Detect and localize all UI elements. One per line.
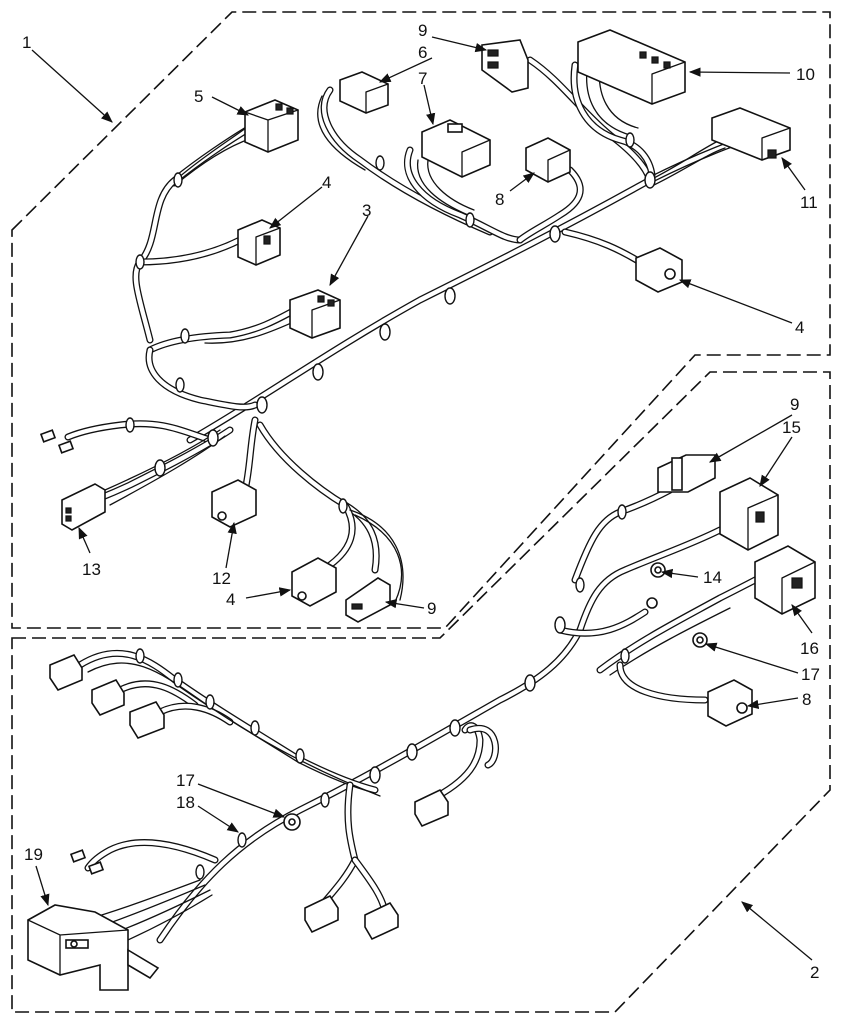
callout-assembly-2: 2 — [810, 963, 819, 982]
connector-9-upper — [481, 39, 529, 93]
callout-4: 4 — [322, 173, 331, 192]
callout-8: 8 — [495, 190, 504, 209]
callout-6: 6 — [418, 43, 427, 62]
connector-4-lower — [291, 557, 337, 607]
upper-harness-wires — [64, 56, 764, 603]
connector-15 — [719, 477, 779, 551]
connector-16 — [754, 545, 816, 615]
callout-3: 3 — [362, 201, 371, 220]
callout-10: 10 — [796, 65, 815, 84]
callout-17: 17 — [801, 665, 820, 684]
callout-assembly-1: 1 — [22, 33, 31, 52]
callout-7: 7 — [418, 69, 427, 88]
callout-4: 4 — [795, 318, 804, 337]
grommet-17-right — [692, 632, 708, 648]
callout-15: 15 — [782, 418, 801, 437]
connector-5 — [244, 99, 299, 153]
callout-18: 18 — [176, 793, 195, 812]
connector-12 — [211, 479, 257, 528]
upper-cable-ties — [125, 132, 656, 514]
callout-11: 11 — [800, 193, 818, 212]
leader-lines — [31, 36, 813, 961]
connector-8-lower — [707, 679, 753, 727]
connector-11 — [711, 107, 791, 161]
grommet-14 — [650, 562, 666, 578]
callout-12: 12 — [212, 569, 231, 588]
connector-6 — [339, 71, 389, 114]
connector-7 — [421, 119, 491, 178]
connector-9-lower-right — [657, 454, 716, 493]
callout-4: 4 — [226, 590, 235, 609]
connector-10 — [577, 29, 686, 105]
callout-16: 16 — [800, 639, 819, 658]
lower-assembly-outline — [11, 371, 831, 1013]
upper-assembly-outline — [11, 11, 831, 629]
connector-4-right — [635, 247, 683, 293]
callouts: 1 2 3 4 4 4 5 6 7 8 9 9 10 11 12 13 9 15… — [22, 21, 820, 982]
callout-17: 17 — [176, 771, 195, 790]
connector-4-upper — [237, 219, 281, 266]
callout-13: 13 — [82, 560, 101, 579]
connectors-lower-left — [49, 653, 165, 739]
connector-8-upper — [525, 137, 571, 183]
connector-lower-mid — [414, 788, 449, 828]
ring-terminal — [646, 597, 658, 609]
lower-harness-wires — [76, 486, 769, 949]
grommet-17-left — [283, 813, 301, 831]
callout-9: 9 — [427, 599, 436, 618]
callout-19: 19 — [24, 845, 43, 864]
callout-9: 9 — [418, 21, 427, 40]
callout-14: 14 — [703, 568, 722, 587]
terminals-upper-left — [39, 429, 75, 454]
callout-8: 8 — [802, 690, 811, 709]
terminal-block-19 — [27, 904, 160, 991]
lower-cable-ties — [135, 504, 630, 880]
callout-9: 9 — [790, 395, 799, 414]
connector-9-lower — [345, 577, 391, 623]
connector-3 — [289, 289, 341, 339]
callout-5: 5 — [194, 87, 203, 106]
connector-13 — [61, 483, 106, 531]
connectors-lower-bottom — [304, 894, 399, 941]
terminals-lower-left — [69, 849, 105, 875]
